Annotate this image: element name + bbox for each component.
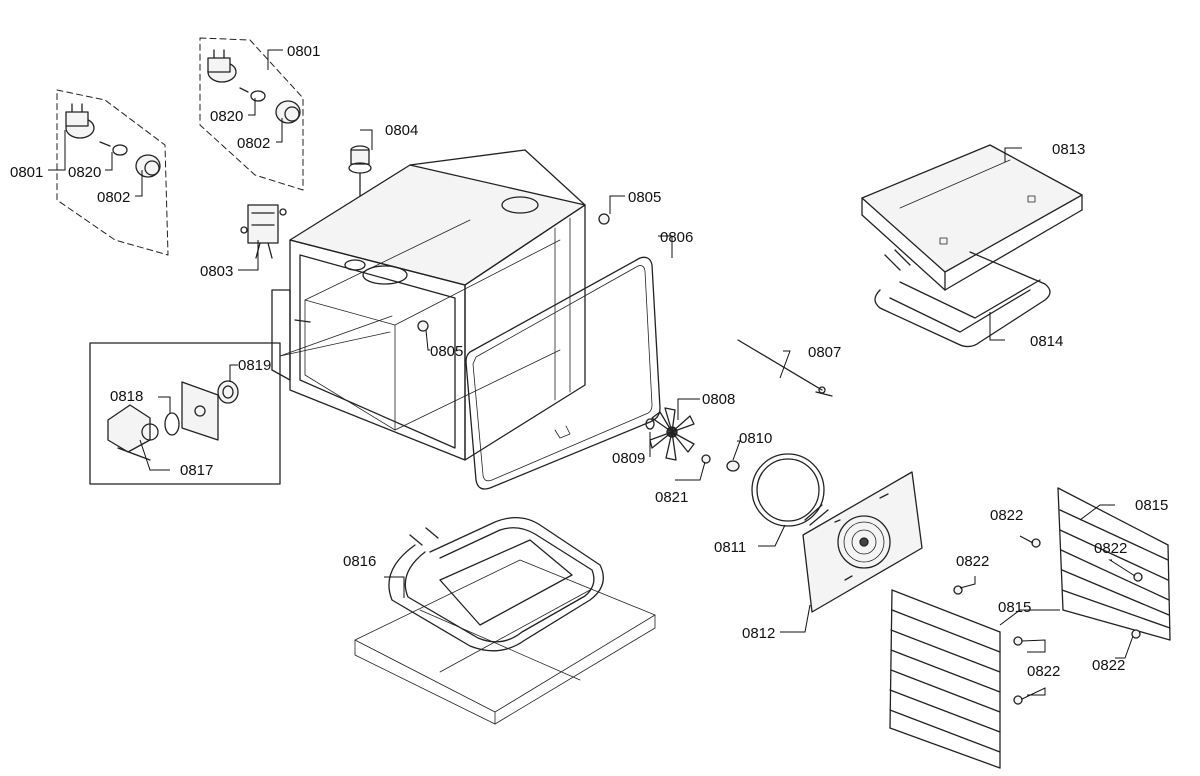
callout-0814: 0814	[1030, 333, 1063, 350]
washer-0809	[645, 418, 655, 430]
callout-0817: 0817	[180, 462, 213, 479]
nut-0821	[701, 454, 711, 464]
callout-0810: 0810	[739, 430, 772, 447]
callout-0821: 0821	[655, 489, 688, 506]
callout-0807: 0807	[808, 344, 841, 361]
callout-0802-left: 0802	[97, 189, 130, 206]
callout-0822-lower-right: 0822	[1092, 657, 1125, 674]
callout-0805-top: 0805	[628, 189, 661, 206]
convection-sensor-0807	[737, 339, 833, 397]
callout-0801-top: 0801	[287, 43, 320, 60]
callout-0815-left: 0815	[998, 599, 1031, 616]
callout-0818: 0818	[110, 388, 143, 405]
temperature-sensor-0804	[348, 145, 372, 201]
lamp-assembly-top	[199, 37, 304, 191]
lamp-assembly-left	[56, 89, 169, 256]
callout-0822-mid: 0822	[956, 553, 989, 570]
callout-0806: 0806	[660, 229, 693, 246]
callout-0802-top: 0802	[237, 135, 270, 152]
callout-0808: 0808	[702, 391, 735, 408]
callout-0820-top: 0820	[210, 108, 243, 125]
convection-element-0811	[751, 453, 829, 527]
callout-0805-front: 0805	[430, 343, 463, 360]
element-cover-0813	[861, 144, 1083, 291]
broil-element-0816	[354, 517, 656, 725]
callout-0809: 0809	[612, 450, 645, 467]
fan-blade-0808	[649, 407, 695, 461]
door-latch-0803	[240, 204, 287, 259]
spacer-0810	[726, 460, 740, 472]
callout-0819: 0819	[238, 357, 271, 374]
callout-0822-lower: 0822	[1027, 663, 1060, 680]
detail-inset	[89, 315, 393, 485]
callout-0813: 0813	[1052, 141, 1085, 158]
nut-0805-front	[417, 320, 429, 332]
nut-0805-top	[598, 213, 610, 225]
callout-0816: 0816	[343, 553, 376, 570]
callout-0820-left: 0820	[68, 164, 101, 181]
callout-0801-left: 0801	[10, 164, 43, 181]
callout-0815-right: 0815	[1135, 497, 1168, 514]
callout-0804: 0804	[385, 122, 418, 139]
door-gasket-0806	[465, 256, 661, 490]
rack-screws-0822	[953, 538, 1143, 705]
callout-0822-upper-left: 0822	[990, 507, 1023, 524]
callout-0811: 0811	[714, 539, 746, 556]
rack-support-0815-left	[889, 589, 1001, 769]
convection-fan-cover-0812	[802, 471, 923, 613]
callout-0812: 0812	[742, 625, 775, 642]
oven-cavity	[271, 149, 586, 461]
callout-0803: 0803	[200, 263, 233, 280]
rack-support-0815-right	[1057, 487, 1171, 641]
leader-lines	[48, 49, 1136, 700]
callout-0822-upper-right: 0822	[1094, 540, 1127, 557]
callout-labels: 0801 0820 0802 0801 0820 0802 0803 0804 …	[10, 43, 1168, 680]
bake-element-0814	[874, 249, 1051, 348]
